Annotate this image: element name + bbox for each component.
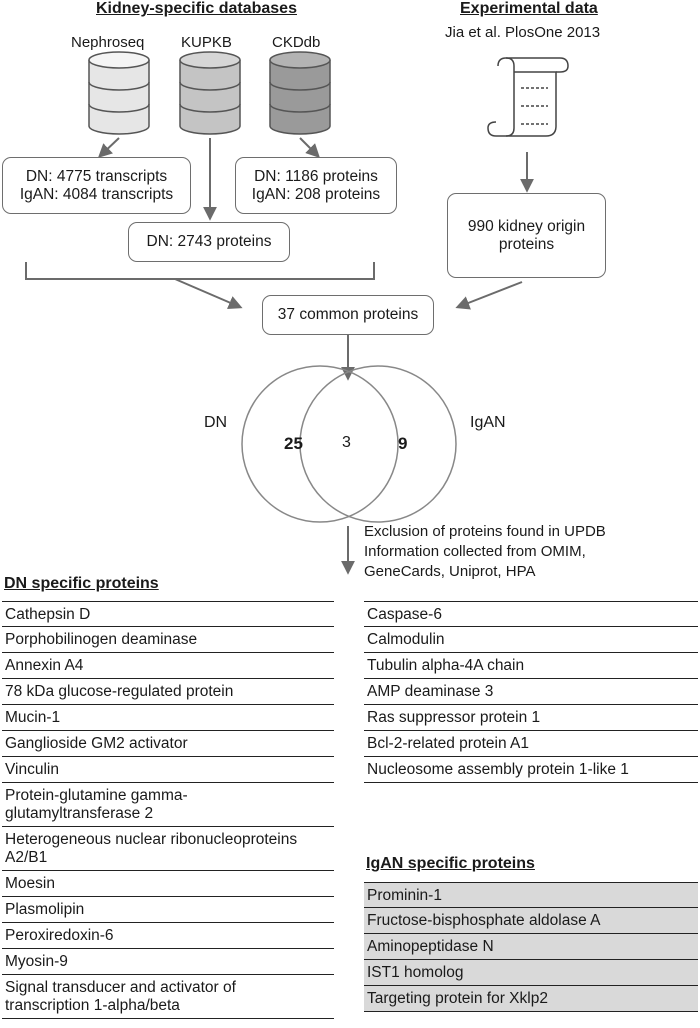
venn-dn-label: DN <box>204 414 228 431</box>
exclusion-note-line1: Exclusion of proteins found in UPDB <box>364 523 606 540</box>
dn-proteins-title: DN specific proteins <box>4 575 159 592</box>
arrow-bracket-to-common <box>174 278 243 309</box>
arrow-ckddb <box>299 137 320 158</box>
nephroseq-results-box: DN: 4775 transcripts IgAN: 4084 transcri… <box>2 157 191 214</box>
list-item: Porphobilinogen deaminase <box>2 627 334 653</box>
database-label-kupkb: KUPKB <box>181 34 232 51</box>
list-item: Protein-glutamine gamma-glutamyltransfer… <box>2 783 334 827</box>
ckddb-dn-count: DN: 1186 proteins <box>254 167 378 185</box>
database-label-nephroseq: Nephroseq <box>71 34 145 51</box>
exclusion-note-line2: Information collected from OMIM, <box>364 543 586 560</box>
list-item: Fructose-bisphosphate aldolase A <box>364 908 698 934</box>
exclusion-note-line3: GeneCards, Uniprot, HPA <box>364 563 536 580</box>
list-item: Cathepsin D <box>2 601 334 627</box>
list-item: Aminopeptidase N <box>364 934 698 960</box>
list-item: Moesin <box>2 871 334 897</box>
kidney-origin-box: 990 kidney origin proteins <box>447 193 606 278</box>
citation-label: Jia et al. PlosOne 2013 <box>445 24 601 41</box>
list-item: Mucin-1 <box>2 705 334 731</box>
list-item: AMP deaminase 3 <box>364 679 698 705</box>
list-item: Caspase-6 <box>364 601 698 627</box>
scroll-document-icon <box>487 57 569 137</box>
list-item: Heterogeneous nuclear ribonucleoproteins… <box>2 827 334 871</box>
nephroseq-database-icon <box>88 51 150 135</box>
common-proteins-box: 37 common proteins <box>262 295 434 335</box>
dn-proteins-list-right: Caspase-6 Calmodulin Tubulin alpha-4A ch… <box>364 601 698 783</box>
nephroseq-igan-count: IgAN: 4084 transcripts <box>19 185 174 203</box>
kidney-databases-header: Kidney-specific databases <box>96 0 297 17</box>
list-item: IST1 homolog <box>364 960 698 986</box>
ckddb-database-icon <box>269 51 331 135</box>
arrow-experimental-to-common <box>455 281 523 310</box>
venn-igan-circle <box>299 365 457 523</box>
kupkb-dn-count: DN: 2743 proteins <box>146 233 272 250</box>
exclusion-note: Exclusion of proteins found in UPDB Info… <box>364 522 606 582</box>
igan-proteins-title: IgAN specific proteins <box>366 855 535 872</box>
list-item: Calmodulin <box>364 627 698 653</box>
experimental-data-header: Experimental data <box>460 0 598 17</box>
list-item: Ganglioside GM2 activator <box>2 731 334 757</box>
venn-igan-only-count: 9 <box>398 434 408 453</box>
igan-proteins-list: Prominin-1 Fructose-bisphosphate aldolas… <box>364 882 698 1012</box>
ckddb-results-box: DN: 1186 proteins IgAN: 208 proteins <box>235 157 397 214</box>
kupkb-database-icon <box>179 51 241 135</box>
list-item: Ras suppressor protein 1 <box>364 705 698 731</box>
databases-bracket <box>25 262 375 280</box>
venn-dn-only-count: 25 <box>284 434 303 453</box>
kidney-origin-line1: 990 kidney origin <box>467 217 586 235</box>
kidney-origin-line2: proteins <box>498 235 555 253</box>
list-item: Annexin A4 <box>2 653 334 679</box>
venn-overlap-count: 3 <box>342 434 351 451</box>
venn-dn-circle <box>241 365 399 523</box>
nephroseq-dn-count: DN: 4775 transcripts <box>25 167 168 185</box>
dn-proteins-list-left: Cathepsin D Porphobilinogen deaminase An… <box>2 601 334 1019</box>
list-item: 78 kDa glucose-regulated protein <box>2 679 334 705</box>
venn-igan-label: IgAN <box>470 414 506 431</box>
common-proteins-count: 37 common proteins <box>277 306 419 323</box>
list-item: Bcl-2-related protein A1 <box>364 731 698 757</box>
list-item: Nucleosome assembly protein 1-like 1 <box>364 757 698 783</box>
list-item: Tubulin alpha-4A chain <box>364 653 698 679</box>
list-item: Peroxiredoxin-6 <box>2 923 334 949</box>
list-item: Signal transducer and activator of trans… <box>2 975 334 1019</box>
list-item: Vinculin <box>2 757 334 783</box>
arrow-nephroseq <box>97 137 120 158</box>
list-item: Plasmolipin <box>2 897 334 923</box>
database-label-ckddb: CKDdb <box>272 34 321 51</box>
list-item: Targeting protein for Xklp2 <box>364 986 698 1012</box>
ckddb-igan-count: IgAN: 208 proteins <box>251 185 381 203</box>
list-item: Myosin-9 <box>2 949 334 975</box>
list-item: Prominin-1 <box>364 882 698 908</box>
kupkb-results-box: DN: 2743 proteins <box>128 222 290 262</box>
